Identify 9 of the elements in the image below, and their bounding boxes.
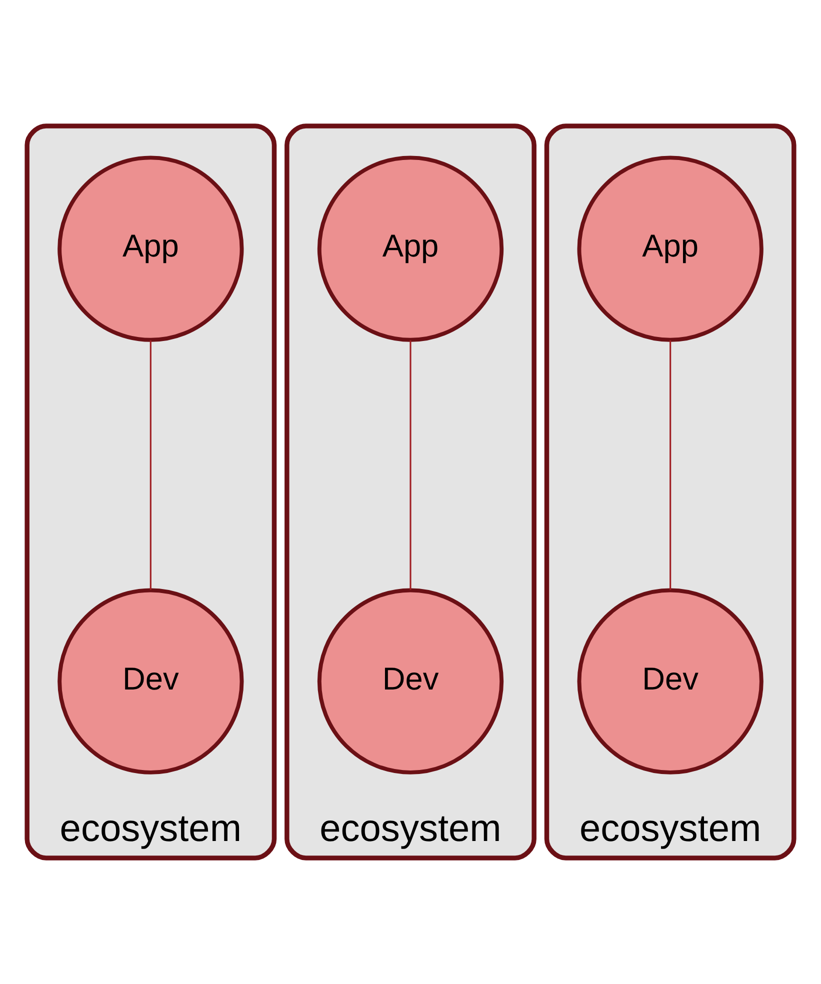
connector [150, 340, 152, 590]
node-circle: Dev [317, 588, 504, 774]
node-circle: App [58, 156, 244, 342]
node-circle: Dev [577, 588, 764, 774]
node-circle: Dev [58, 588, 244, 774]
node-circle: App [577, 156, 764, 342]
node-circle: App [317, 156, 504, 342]
connector [410, 340, 412, 590]
connector [670, 340, 672, 590]
